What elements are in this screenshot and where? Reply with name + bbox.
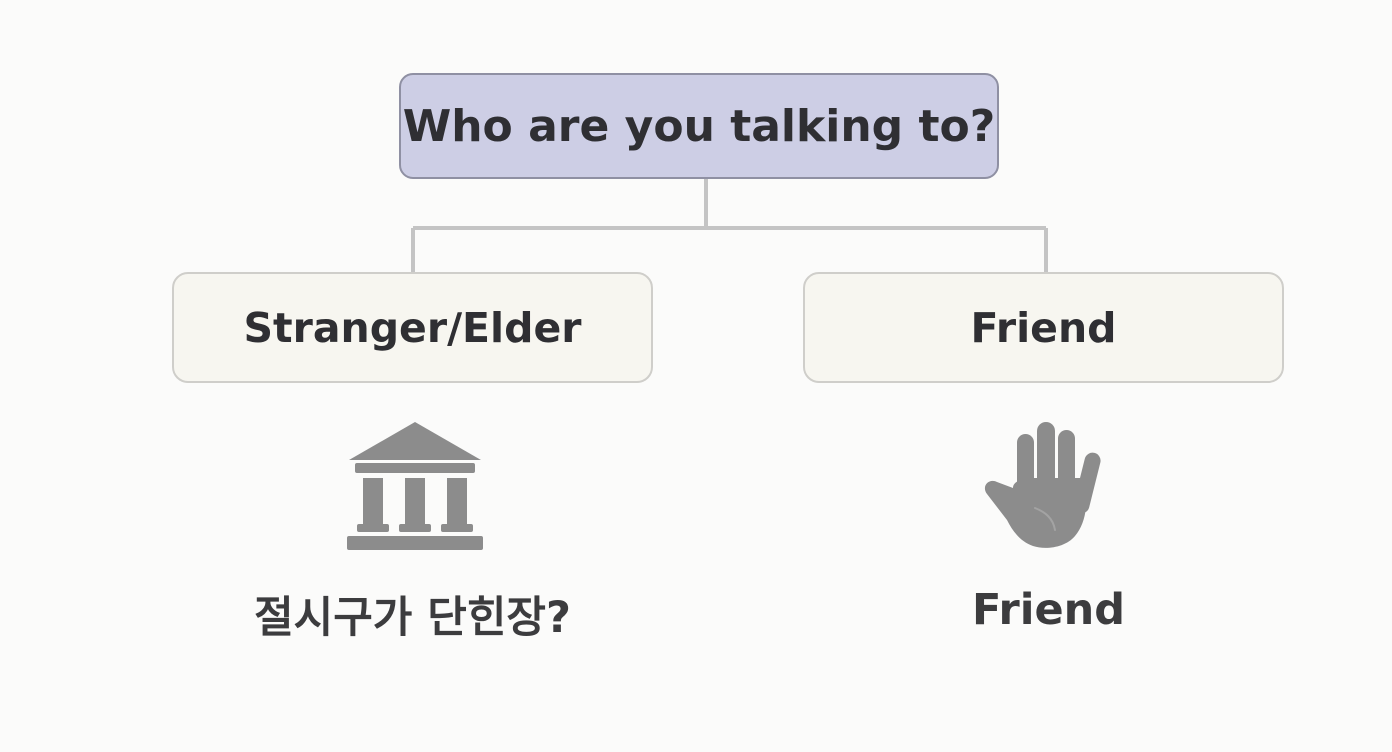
stranger-elder-label: Stranger/Elder: [243, 303, 582, 352]
building-icon: [347, 422, 483, 550]
root-question-box: Who are you talking to?: [399, 73, 999, 179]
stranger-elder-caption: 절시구가 단힌장?: [254, 593, 571, 643]
friend-box: Friend: [803, 272, 1284, 383]
friend-caption: Friend: [971, 585, 1126, 635]
hand-icon: [984, 422, 1101, 548]
hand-crease: [1034, 507, 1056, 531]
stranger-elder-box: Stranger/Elder: [172, 272, 653, 383]
friend-label: Friend: [970, 303, 1117, 352]
root-question-label: Who are you talking to?: [402, 100, 996, 152]
